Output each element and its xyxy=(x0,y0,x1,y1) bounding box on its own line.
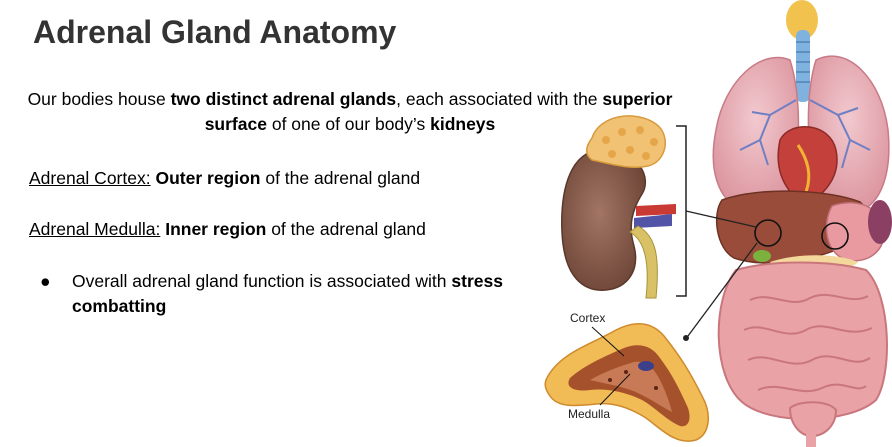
connector-dot xyxy=(683,335,689,341)
medulla-definition: Adrenal Medulla: Inner region of the adr… xyxy=(29,219,426,240)
cortex-rest: of the adrenal gland xyxy=(260,168,421,188)
cortex-label: Cortex xyxy=(570,311,605,325)
medulla-rest: of the adrenal gland xyxy=(266,219,426,239)
bullet-marker: ● xyxy=(40,271,51,291)
bladder-shape xyxy=(788,401,838,438)
intro-text-2: , each associated with the xyxy=(396,89,603,109)
cortex-definition: Adrenal Cortex: Outer region of the adre… xyxy=(29,168,420,189)
trachea-shape xyxy=(796,30,810,102)
kidney-bracket xyxy=(676,125,687,297)
right-adrenal-marker-circle xyxy=(821,222,849,250)
torso-organs-figure xyxy=(712,0,892,447)
medulla-label: Medulla xyxy=(568,407,610,421)
kidney-figure xyxy=(561,115,676,299)
medulla-label-pointer xyxy=(599,373,631,406)
trachea-rings xyxy=(796,41,810,83)
renal-vein-shape xyxy=(634,214,672,228)
connector-line-cross-section xyxy=(687,242,758,337)
cortex-label-pointer xyxy=(591,326,625,357)
kidney-shape xyxy=(561,149,647,291)
bullet-text: Overall adrenal gland function is associ… xyxy=(72,269,532,319)
coronary-vessel xyxy=(796,144,811,193)
cortex-bold: Outer region xyxy=(155,168,261,188)
intestine-folds xyxy=(743,293,873,393)
urethra-shape xyxy=(806,432,816,447)
medulla-bold: Inner region xyxy=(165,219,267,239)
adrenal-cross-section-figure xyxy=(544,323,709,442)
bullet-bold: stress combatting xyxy=(72,271,503,316)
thyroid-shape xyxy=(786,0,818,40)
intro-text-3: of one of our body’s xyxy=(266,114,431,134)
bullet-plain: Overall adrenal gland function is associ… xyxy=(72,271,452,291)
adrenal-gland-texture xyxy=(602,126,658,160)
connector-line-kidney xyxy=(685,210,757,228)
intro-paragraph: Our bodies house two distinct adrenal gl… xyxy=(20,87,680,137)
intestines-shape xyxy=(717,261,888,421)
intro-text-1: Our bodies house xyxy=(27,89,171,109)
left-adrenal-marker-circle xyxy=(754,219,782,247)
renal-artery-shape xyxy=(636,204,676,216)
intro-bold-1: two distinct adrenal glands xyxy=(170,89,397,109)
intro-bold-2: superior surface xyxy=(204,89,673,134)
spleen-shape xyxy=(868,200,892,244)
gallbladder-shape xyxy=(753,250,771,262)
ureter-shape xyxy=(629,225,658,299)
medulla-term: Adrenal Medulla: xyxy=(29,219,161,239)
cortex-term: Adrenal Cortex: xyxy=(29,168,151,188)
cross-section-medulla-shape xyxy=(590,361,672,412)
central-vein-shape xyxy=(638,361,654,371)
bronchi-lines xyxy=(739,99,871,169)
slide-title: Adrenal Gland Anatomy xyxy=(33,14,397,50)
intro-bold-3: kidneys xyxy=(430,114,496,134)
